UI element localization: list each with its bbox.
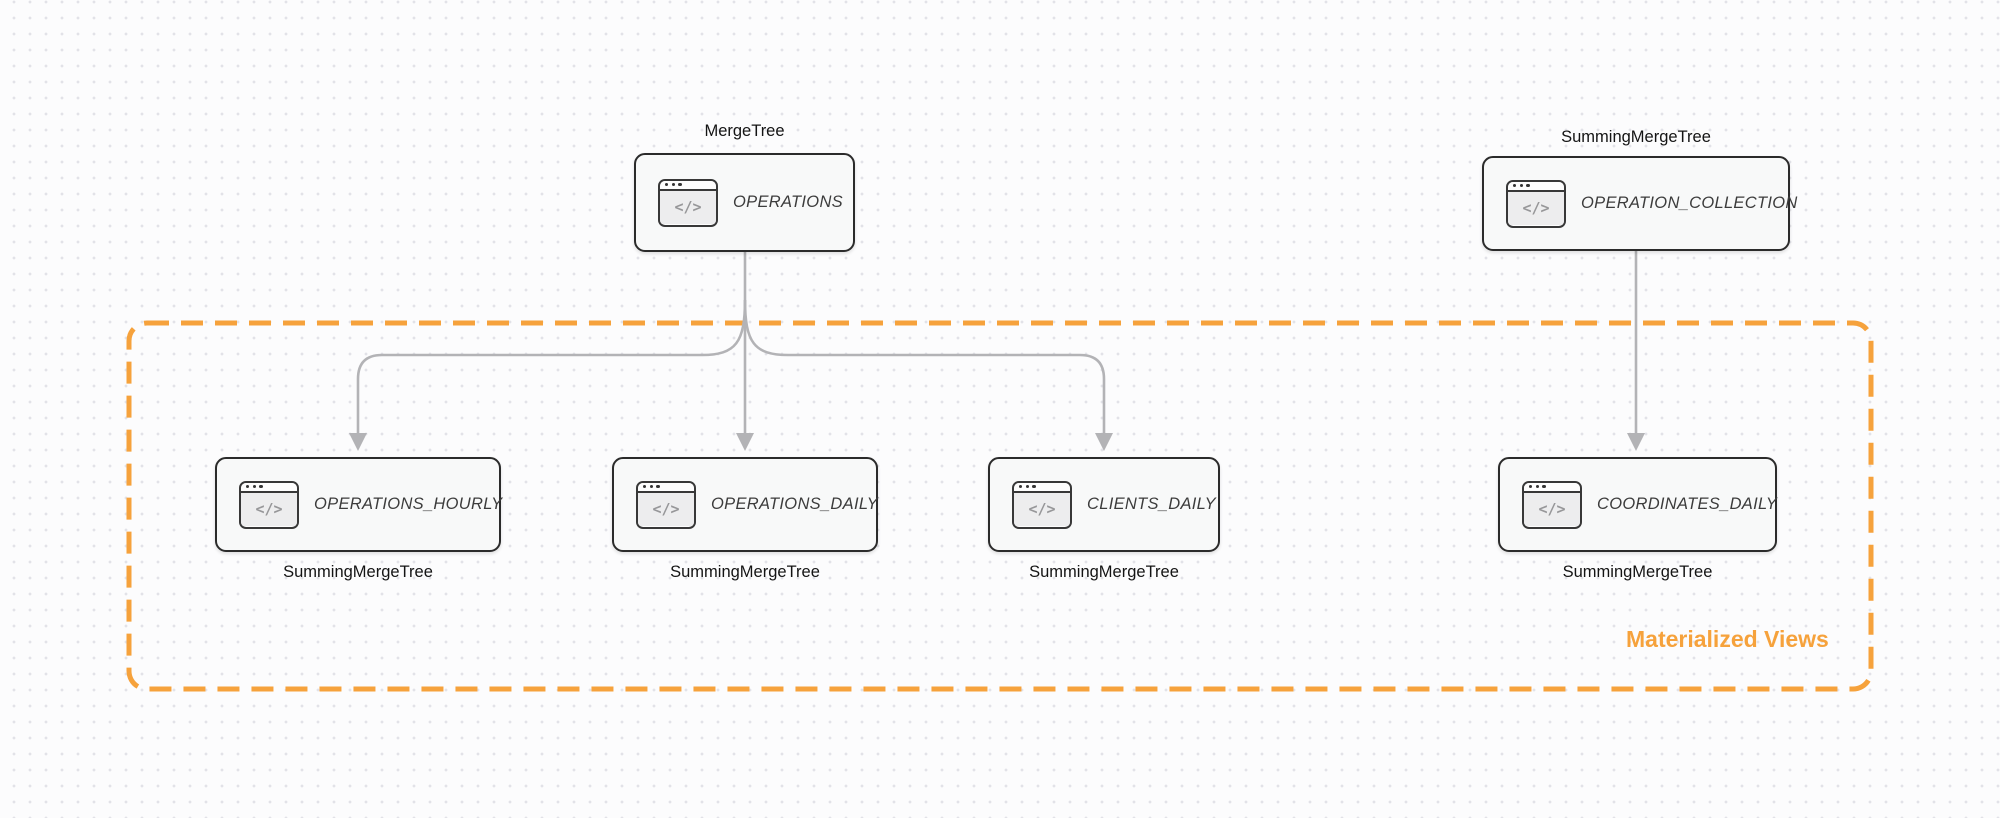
materialized-views-group-border xyxy=(126,320,1874,692)
code-glyph: </> xyxy=(660,191,716,224)
node-label: COORDINATES_DAILY xyxy=(1597,495,1778,513)
code-glyph: </> xyxy=(1508,192,1564,225)
node-coordinates-daily[interactable]: </> COORDINATES_DAILY xyxy=(1498,457,1777,552)
engine-label-summingmergetree: SummingMergeTree xyxy=(1562,563,1713,581)
engine-label-summingmergetree: SummingMergeTree xyxy=(283,563,433,581)
node-label: OPERATION_COLLECTION xyxy=(1581,194,1798,212)
code-window-icon: </> xyxy=(636,480,696,529)
code-window-icon: </> xyxy=(239,480,299,529)
engine-label-mergetree: MergeTree xyxy=(704,122,785,140)
window-dots xyxy=(1014,482,1070,493)
node-label: CLIENTS_DAILY xyxy=(1087,495,1216,513)
node-operations-daily[interactable]: </> OPERATIONS_DAILY xyxy=(612,457,878,552)
code-window-icon: </> xyxy=(1506,179,1566,228)
node-operations[interactable]: </> OPERATIONS xyxy=(634,153,855,252)
edge-operations-to-operations-hourly xyxy=(356,299,747,434)
window-dots xyxy=(638,482,694,493)
code-window-icon: </> xyxy=(1522,480,1582,529)
engine-label-summingmergetree: SummingMergeTree xyxy=(670,563,820,581)
node-label: OPERATIONS_DAILY xyxy=(711,495,879,513)
arrowhead-operations-hourly xyxy=(349,433,367,451)
engine-label-summingmergetree: SummingMergeTree xyxy=(1561,128,1711,146)
code-glyph: </> xyxy=(638,493,694,526)
materialized-views-label: Materialized Views xyxy=(1626,626,1829,652)
node-label: OPERATIONS xyxy=(733,193,843,211)
node-operations-hourly[interactable]: </> OPERATIONS_HOURLY xyxy=(215,457,503,552)
window-dots xyxy=(241,482,297,493)
code-glyph: </> xyxy=(1014,493,1070,526)
code-glyph: </> xyxy=(241,493,297,526)
edge-operations-to-clients-daily xyxy=(743,299,1106,434)
arrowheads xyxy=(349,433,1645,451)
edge-lines xyxy=(356,251,1638,434)
node-clients-daily[interactable]: </> CLIENTS_DAILY xyxy=(988,457,1220,552)
arrowhead-coordinates-daily xyxy=(1627,433,1645,451)
code-window-icon: </> xyxy=(658,178,718,227)
arrowhead-operations-daily xyxy=(736,433,754,451)
node-operation-collection[interactable]: </> OPERATION_COLLECTION xyxy=(1482,156,1797,251)
engine-label-summingmergetree: SummingMergeTree xyxy=(1029,563,1179,581)
code-glyph: </> xyxy=(1524,493,1580,526)
window-dots xyxy=(1508,181,1564,192)
window-dots xyxy=(1524,482,1580,493)
arrowhead-clients-daily xyxy=(1095,433,1113,451)
node-label: OPERATIONS_HOURLY xyxy=(314,495,503,513)
code-window-icon: </> xyxy=(1012,480,1072,529)
window-dots xyxy=(660,180,716,191)
